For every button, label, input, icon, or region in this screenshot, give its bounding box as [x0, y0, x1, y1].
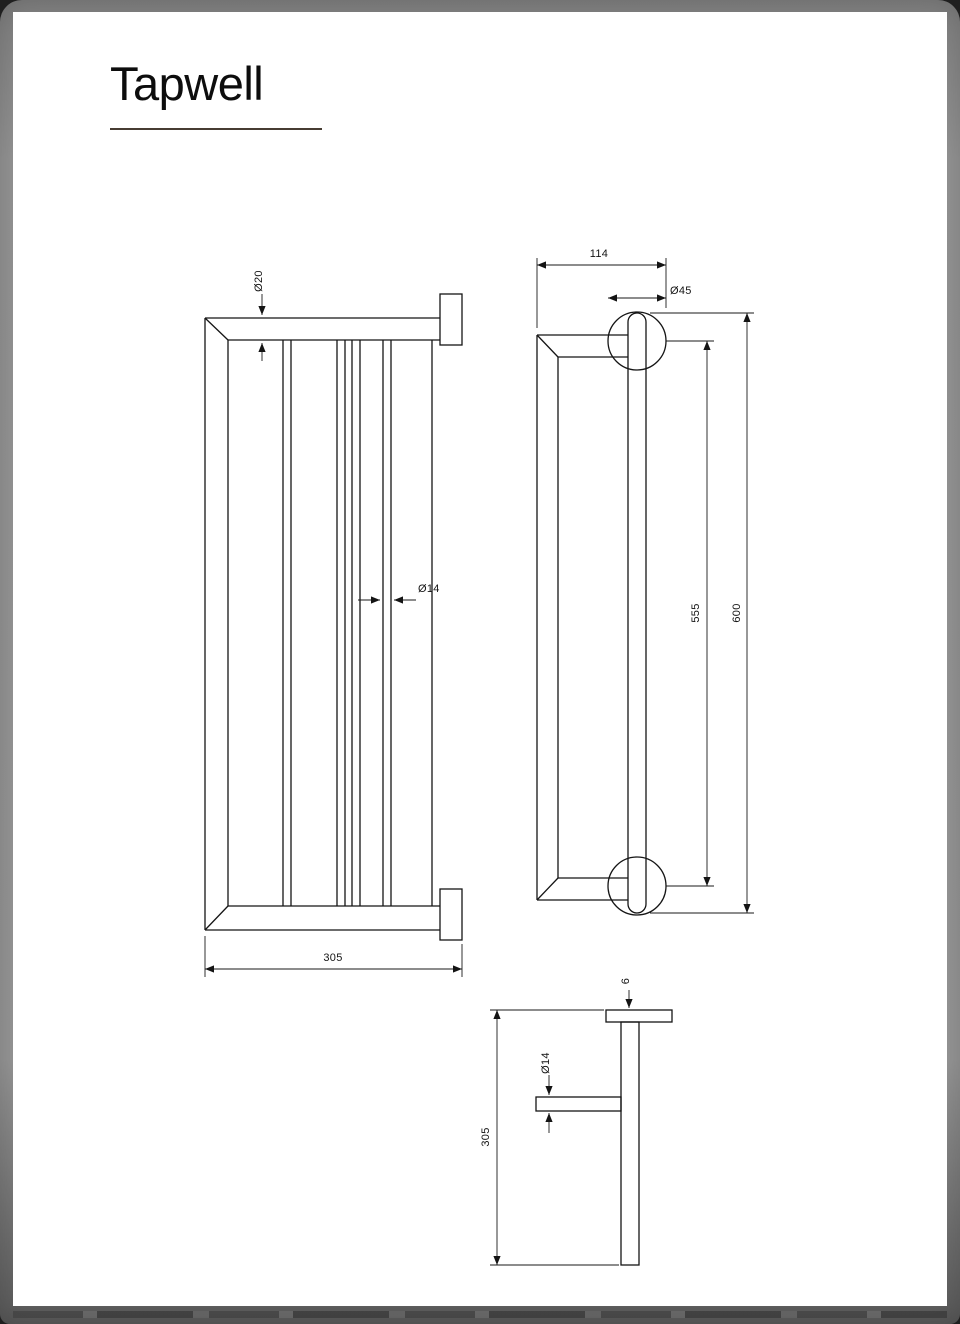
- profile-wall-plate: [605, 1009, 673, 1023]
- profile-rod: [620, 1021, 640, 1266]
- brand-underline: [110, 128, 322, 130]
- drawing-page: [13, 12, 947, 1306]
- rosette-bottom: [607, 856, 667, 916]
- rosette-top: [607, 311, 667, 371]
- photo-bottom-edge: [13, 1311, 947, 1318]
- brand-logo: Tapwell: [110, 57, 264, 110]
- dim-side-depth: 114: [590, 248, 608, 260]
- dim-front-tube-diameter: Ø20: [253, 270, 265, 292]
- profile-shelf-bar: [535, 1096, 622, 1112]
- wall-bar: [627, 312, 647, 914]
- dim-profile-bar-diameter: Ø14: [540, 1052, 552, 1074]
- front-view: Ø20 Ø14 305: [204, 270, 463, 977]
- dim-front-width: 305: [323, 952, 342, 964]
- dim-side-rosette-diameter: Ø45: [670, 285, 692, 297]
- dim-side-inner-height: 555: [690, 603, 702, 622]
- profile-view: 6 Ø14 305: [480, 978, 673, 1266]
- wall-plate-top: [439, 293, 463, 346]
- dim-front-bar-diameter: Ø14: [418, 583, 440, 595]
- dim-profile-length: 305: [480, 1127, 492, 1146]
- wall-plate-bottom: [439, 888, 463, 941]
- side-view: 114 Ø45 555 600: [536, 248, 754, 916]
- dim-side-total-height: 600: [731, 603, 743, 622]
- dim-profile-plate-thickness: 6: [620, 978, 632, 984]
